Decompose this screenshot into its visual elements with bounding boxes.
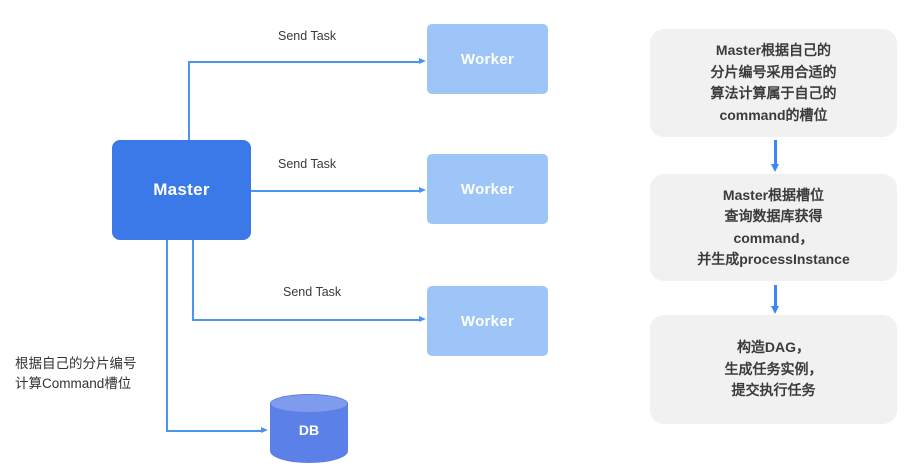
arrowhead-worker2-icon [419, 187, 426, 193]
send-task-label-1: Send Task [278, 29, 337, 43]
edge-master-worker1-horizontal [188, 61, 420, 63]
send-task-label-3: Send Task [283, 285, 342, 299]
flow-arrowhead-2-icon [771, 306, 779, 314]
worker-node-2: Worker [427, 154, 548, 224]
send-task-label-2: Send Task [278, 157, 337, 171]
edge-master-worker3-horizontal [192, 319, 420, 321]
db-cylinder-top [270, 394, 348, 413]
flow-arrowhead-1-icon [771, 164, 779, 172]
arrowhead-worker1-icon [419, 58, 426, 64]
edge-master-worker1-vertical [188, 61, 190, 140]
db-label: DB [298, 422, 320, 438]
arrowhead-db-icon [261, 427, 268, 433]
sharding-annotation: 根据自己的分片编号 计算Command槽位 [15, 356, 137, 391]
edge-master-db-horizontal [166, 430, 262, 432]
db-cylinder: DB [270, 394, 348, 464]
worker-node-1: Worker [427, 24, 548, 94]
flow-arrow-1 [774, 140, 777, 165]
master-node: Master [112, 140, 251, 240]
edge-master-db-vertical [166, 240, 168, 431]
arrowhead-worker3-icon [419, 316, 426, 322]
flow-step-2: Master根据槽位 查询数据库获得 command， 并生成processIn… [650, 174, 897, 281]
edge-master-worker2 [251, 190, 420, 192]
flow-arrow-2 [774, 285, 777, 308]
flow-step-1: Master根据自己的 分片编号采用合适的 算法计算属于自己的 command的… [650, 29, 897, 137]
edge-master-worker3-vertical [192, 240, 194, 319]
worker-node-3: Worker [427, 286, 548, 356]
db-cylinder-body [270, 403, 348, 463]
flow-step-3: 构造DAG， 生成任务实例， 提交执行任务 [650, 315, 897, 424]
